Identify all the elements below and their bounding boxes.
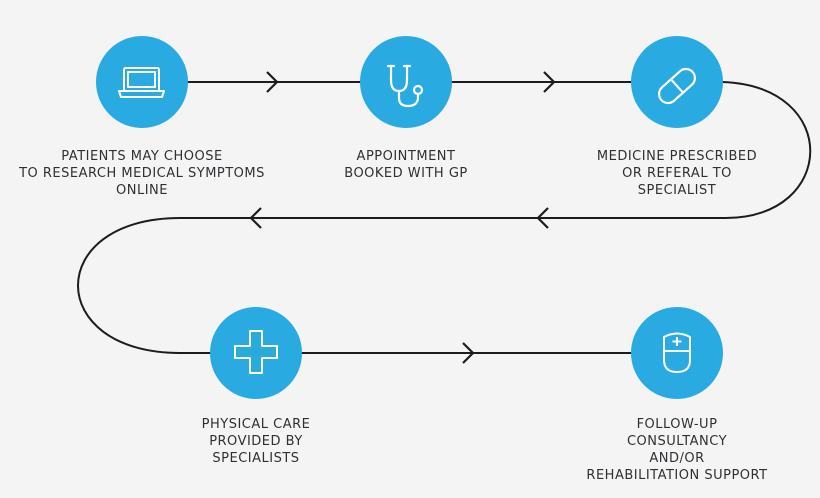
arrow-right-1 (266, 71, 279, 93)
step-5-label-line: CONSULTANCY (626, 434, 728, 449)
shield-cross-icon (663, 332, 691, 373)
step-2-label: APPOINTMENT BOOKED WITH GP (306, 148, 506, 182)
stethoscope-icon (386, 64, 424, 108)
step-3-label-line: MEDICINE PRESCRIBED (596, 149, 758, 164)
step-4-label-line: PHYSICAL CARE (201, 417, 311, 432)
laptop-icon (118, 67, 165, 98)
flow-connector-line (77, 81, 812, 354)
step-4-node (210, 307, 302, 399)
step-3-node (631, 36, 723, 128)
pill-icon (657, 67, 697, 105)
step-5-label-line: AND/OR (649, 451, 705, 466)
step-4-label: PHYSICAL CARE PROVIDED BY SPECIALISTS (146, 416, 366, 467)
step-3-label-line: OR REFERAL TO (622, 166, 732, 181)
step-5-label-line: REHABILITATION SUPPORT (586, 468, 768, 483)
step-1-label: PATIENTS MAY CHOOSE TO RESEARCH MEDICAL … (0, 148, 284, 199)
step-1-label-line: ONLINE (116, 183, 168, 198)
arrow-left-1 (536, 207, 549, 229)
step-1-label-line: PATIENTS MAY CHOOSE (61, 149, 223, 164)
step-1-label-line: TO RESEARCH MEDICAL SYMPTOMS (19, 166, 265, 181)
step-4-label-line: SPECIALISTS (212, 451, 300, 466)
arrow-left-2 (249, 207, 262, 229)
step-3-label-line: SPECIALIST (637, 183, 717, 198)
step-4-label-line: PROVIDED BY (209, 434, 303, 449)
medical-cross-icon (234, 330, 278, 374)
step-5-label: FOLLOW-UP CONSULTANCY AND/OR REHABILITAT… (560, 416, 794, 484)
step-5-label-line: FOLLOW-UP (636, 417, 718, 432)
step-2-node (360, 36, 452, 128)
step-3-label: MEDICINE PRESCRIBED OR REFERAL TO SPECIA… (567, 148, 787, 199)
arrow-right-3 (462, 342, 475, 364)
step-2-label-line: APPOINTMENT (356, 149, 456, 164)
step-2-label-line: BOOKED WITH GP (344, 166, 468, 181)
step-1-node (96, 36, 188, 128)
step-5-node (631, 307, 723, 399)
arrow-right-2 (543, 71, 556, 93)
